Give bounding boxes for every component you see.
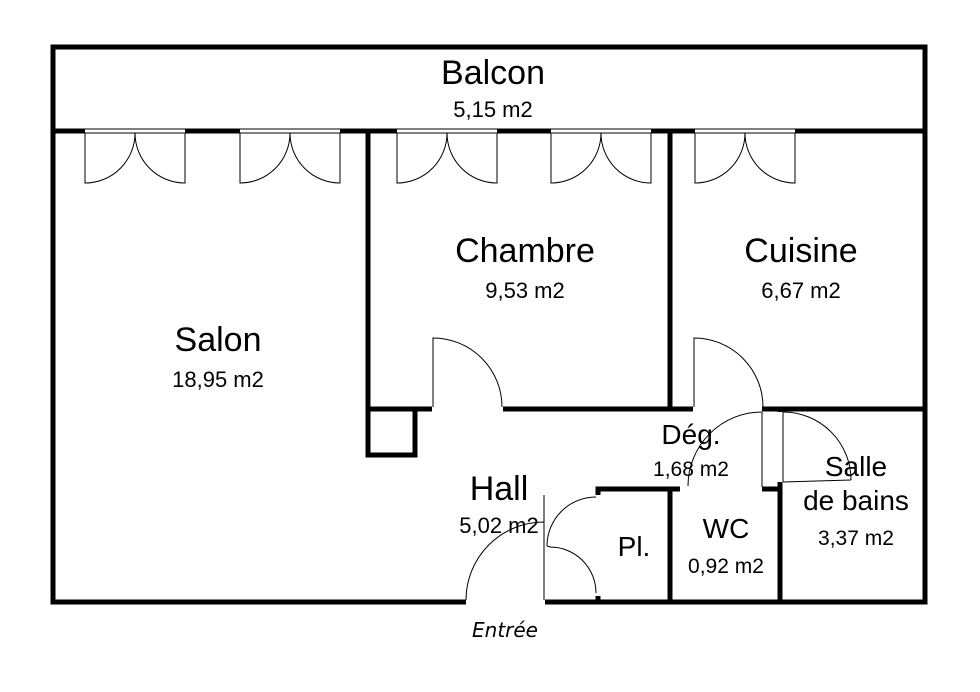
room-wc-area: 0,92 m2 [688,555,764,578]
room-placard-name: Pl. [618,531,651,562]
wall-openings [85,127,795,606]
room-wc-name: WC [703,513,750,544]
room-hall: Hall 5,02 m2 [459,470,539,538]
room-sdb-area: 3,37 m2 [818,527,894,550]
room-chambre-name: Chambre [455,232,595,270]
room-cuisine: Cuisine 6,67 m2 [744,232,857,303]
room-degagement: Dég. 1,68 m2 [653,419,729,481]
room-degagement-name: Dég. [661,419,720,450]
room-degagement-area: 1,68 m2 [653,458,729,481]
room-cuisine-area: 6,67 m2 [761,278,841,303]
room-balcon-area: 5,15 m2 [453,97,533,122]
room-sdb-name-line2: de bains [803,485,909,516]
entrance-label: Entrée [472,618,538,642]
door-swings [432,337,852,601]
room-salon-area: 18,95 m2 [172,367,264,392]
room-sdb-name-line1: Salle [825,451,887,482]
room-salon: Salon 18,95 m2 [172,321,264,392]
room-chambre: Chambre 9,53 m2 [455,232,595,303]
room-salon-name: Salon [175,321,262,359]
room-wc: WC 0,92 m2 [688,513,764,578]
room-chambre-area: 9,53 m2 [485,278,565,303]
room-salle-de-bains: Salle de bains 3,37 m2 [803,451,909,550]
room-hall-name: Hall [470,470,529,508]
room-balcon-name: Balcon [441,54,545,92]
room-cuisine-name: Cuisine [744,232,857,270]
room-balcon: Balcon 5,15 m2 [441,54,545,122]
french-windows [84,132,796,184]
room-placard: Pl. [618,531,651,562]
room-hall-area: 5,02 m2 [459,513,539,538]
